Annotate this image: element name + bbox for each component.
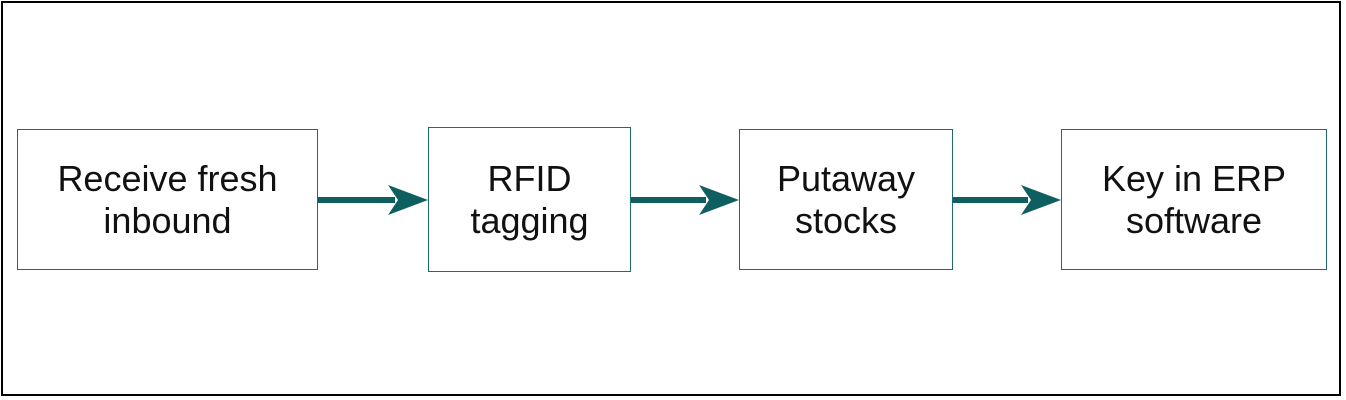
step-rfid-tagging: RFID tagging: [428, 127, 631, 272]
step-receive-fresh-inbound: Receive fresh inbound: [17, 129, 318, 270]
step-key-in-erp-software: Key in ERP software: [1061, 129, 1327, 270]
step-putaway-stocks: Putaway stocks: [739, 129, 953, 270]
step-label: RFID tagging: [470, 157, 589, 241]
step-label: Key in ERP software: [1101, 157, 1287, 241]
step-label: Putaway stocks: [776, 157, 916, 241]
step-label: Receive fresh inbound: [57, 157, 278, 241]
